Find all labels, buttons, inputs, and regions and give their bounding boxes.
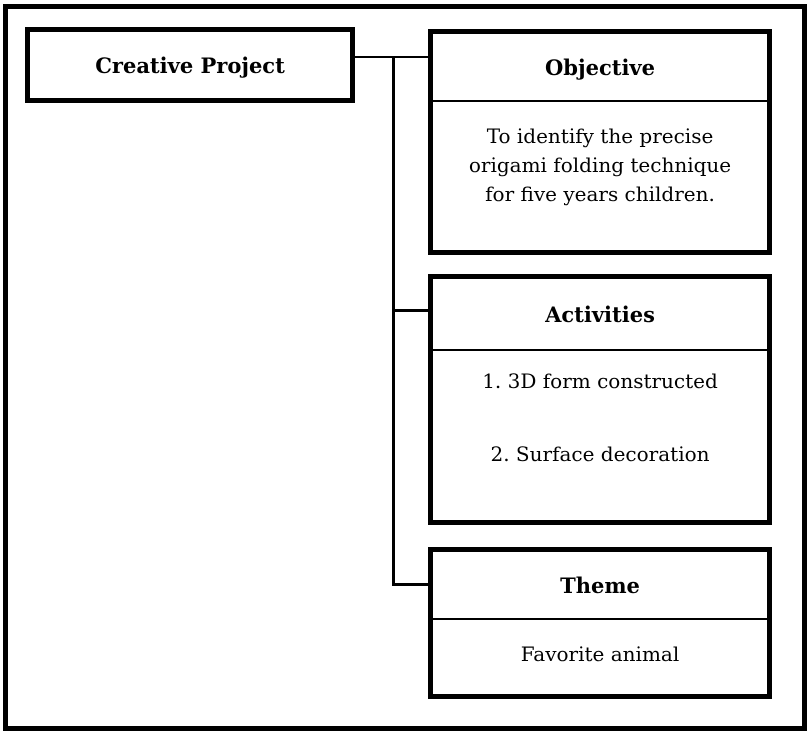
theme-card: Theme Favorite animal [428,547,772,699]
activities-body: 1. 3D form constructed 2. Surface decora… [433,351,767,469]
connector-branch-theme [392,583,428,586]
objective-header: Objective [433,34,767,102]
theme-body: Favorite animal [433,620,767,669]
activities-item: 1. 3D form constructed [482,369,718,393]
activities-card: Activities 1. 3D form constructed 2. Sur… [428,274,772,525]
connector-root-to-trunk [350,56,428,58]
activities-header: Activities [433,279,767,351]
theme-header: Theme [433,552,767,620]
objective-text-line: origami folding technique [468,153,732,177]
diagram-frame [3,4,807,731]
objective-text-line: for five years children. [485,182,715,206]
connector-branch-activities [392,309,428,312]
objective-body: To identify the precise origami folding … [433,102,767,209]
activities-title: Activities [545,301,655,327]
objective-card: Objective To identify the precise origam… [428,29,772,255]
activities-item: 2. Surface decoration [490,442,710,466]
root-node-label: Creative Project [95,52,285,78]
theme-title: Theme [560,572,640,598]
connector-trunk-vertical [392,57,395,585]
theme-text: Favorite animal [520,642,680,666]
objective-text-line: To identify the precise [486,124,714,148]
root-node-creative-project: Creative Project [25,27,355,103]
objective-title: Objective [545,54,655,80]
